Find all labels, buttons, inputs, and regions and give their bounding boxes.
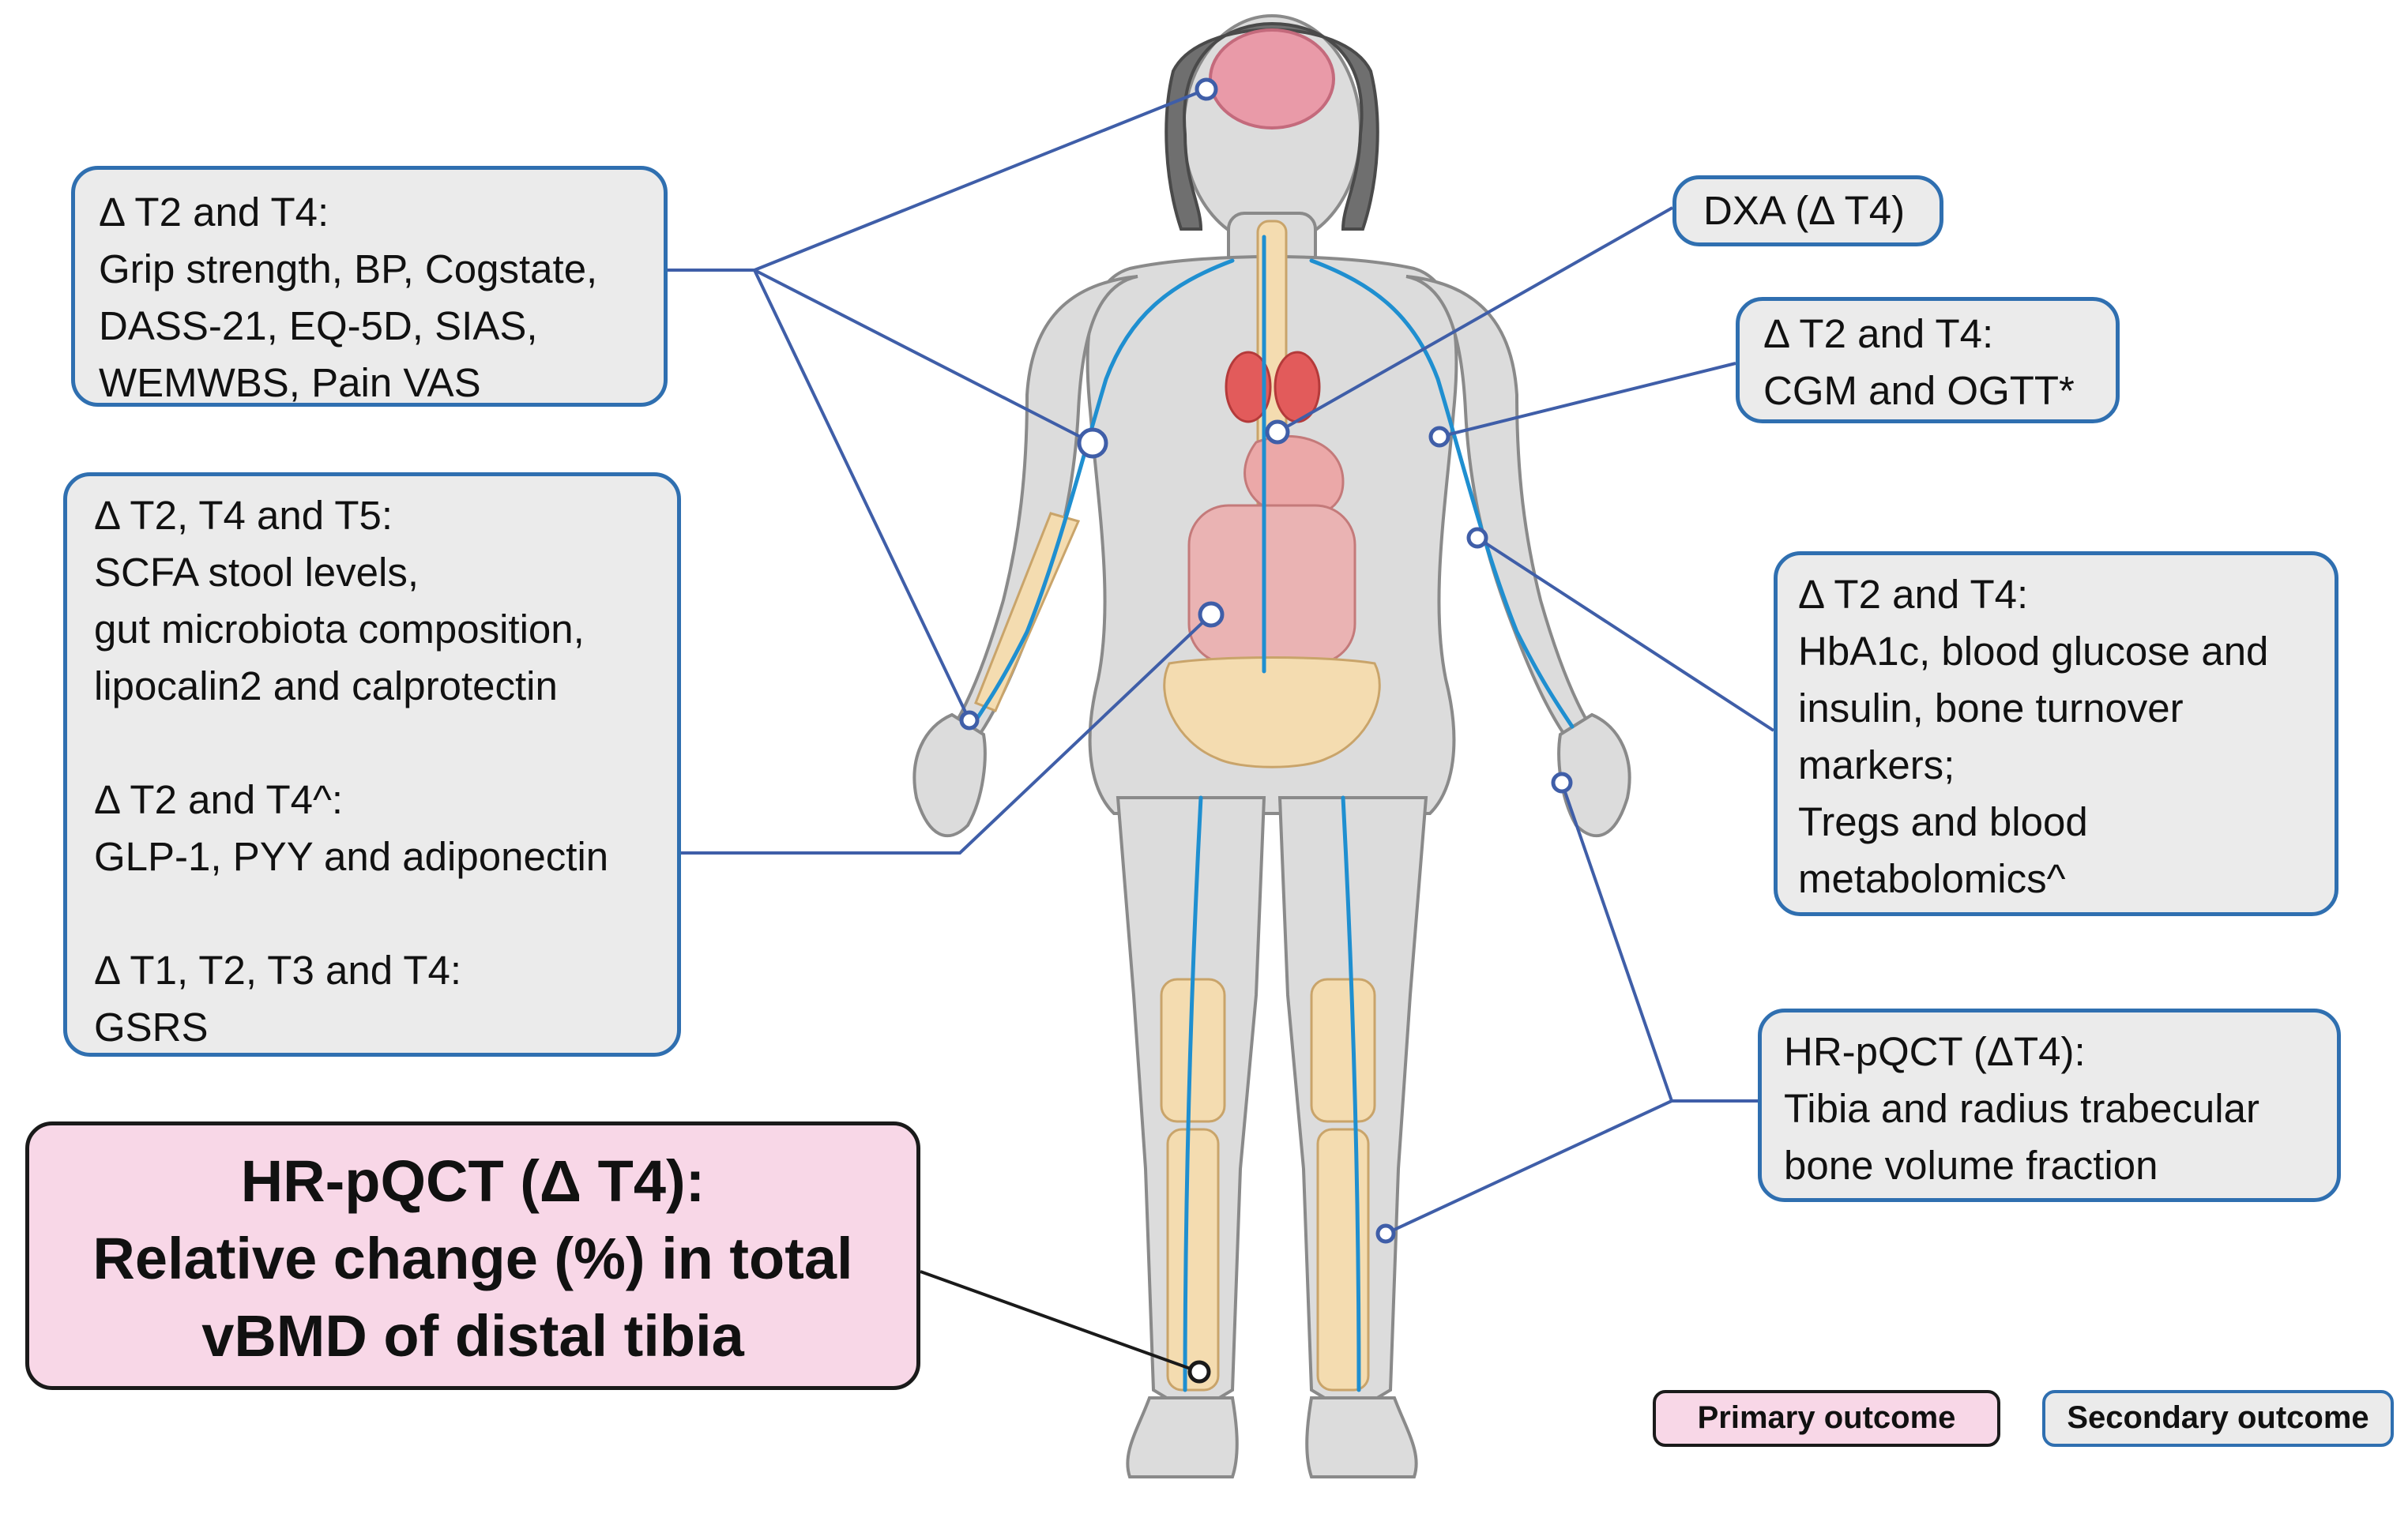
intestines (1187, 504, 1356, 665)
leg-bones (1160, 978, 1376, 1392)
box-line: GLP-1, PYY and adiponectin (94, 834, 609, 879)
primary-line: vBMD of distal tibia (201, 1303, 744, 1369)
primary-line: Relative change (%) in total (92, 1226, 853, 1291)
box-gap (94, 715, 677, 772)
connector-hba1c (1476, 536, 1775, 732)
connector-dxa (1277, 206, 1673, 434)
brain (1209, 28, 1335, 130)
box-line: Tregs and blood (1798, 799, 2088, 844)
box-line: DASS-21, EQ-5D, SIAS, (99, 303, 538, 348)
blood-vessels (969, 235, 1575, 1392)
primary-line: HR-pQCT (Δ T4): (240, 1148, 705, 1214)
primary-outcome-box: HR-pQCT (Δ T4): Relative change (%) in t… (25, 1121, 920, 1390)
box-line: bone volume fraction (1784, 1143, 2158, 1188)
box-line: WEMWBS, Pain VAS (99, 360, 481, 405)
box-line: HbA1c, blood glucose and (1798, 629, 2269, 674)
connector-lines (666, 88, 1775, 1235)
box-line: HR-pQCT (ΔT4): (1784, 1029, 2086, 1074)
box-dxa: DXA (Δ T4) (1672, 175, 1943, 246)
box-cgm: Δ T2 and T4: CGM and OGTT* (1736, 297, 2120, 423)
box-line: Δ T2 and T4: (1763, 311, 1994, 356)
stomach (1244, 434, 1345, 518)
box-line: Grip strength, BP, Cogstate, (99, 246, 598, 291)
hair (1164, 21, 1379, 231)
kidney-left (1225, 351, 1272, 423)
box-grip-strength: Δ T2 and T4: Grip strength, BP, Cogstate… (71, 166, 668, 407)
box-gut-markers: Δ T2, T4 and T5: SCFA stool levels, gut … (63, 472, 681, 1057)
box-hrpqct-secondary: HR-pQCT (ΔT4): Tibia and radius trabecul… (1758, 1009, 2341, 1202)
connector-markers (959, 77, 1573, 1244)
legend-secondary: Secondary outcome (2042, 1390, 2394, 1447)
box-line: CGM and OGTT* (1763, 368, 2075, 413)
primary-marker (1187, 1360, 1211, 1384)
box-line: DXA (Δ T4) (1703, 188, 1906, 233)
pelvis (1163, 656, 1381, 768)
connector-primary (920, 1270, 1200, 1373)
connector-cgm (1439, 362, 1736, 438)
box-line: metabolomics^ (1798, 856, 2066, 901)
box-hba1c: Δ T2 and T4: HbA1c, blood glucose and in… (1774, 551, 2338, 916)
box-gap (94, 885, 677, 942)
box-line: Δ T2 and T4^: (94, 777, 344, 822)
box-line: Tibia and radius trabecular (1784, 1086, 2259, 1131)
legend-primary: Primary outcome (1653, 1390, 2000, 1447)
box-line: Δ T1, T2, T3 and T4: (94, 948, 462, 993)
connector-mid-left (681, 613, 1213, 855)
box-line: insulin, bone turnover (1798, 686, 2184, 731)
box-line: SCFA stool levels, (94, 550, 420, 595)
box-line: gut microbiota composition, (94, 607, 585, 652)
box-line: Δ T2, T4 and T5: (94, 493, 393, 538)
box-line: Δ T2 and T4: (1798, 572, 2029, 617)
box-line: markers; (1798, 742, 1955, 787)
box-line: Δ T2 and T4: (99, 190, 329, 235)
box-line: GSRS (94, 1005, 209, 1050)
box-line: lipocalin2 and calprotectin (94, 663, 558, 708)
